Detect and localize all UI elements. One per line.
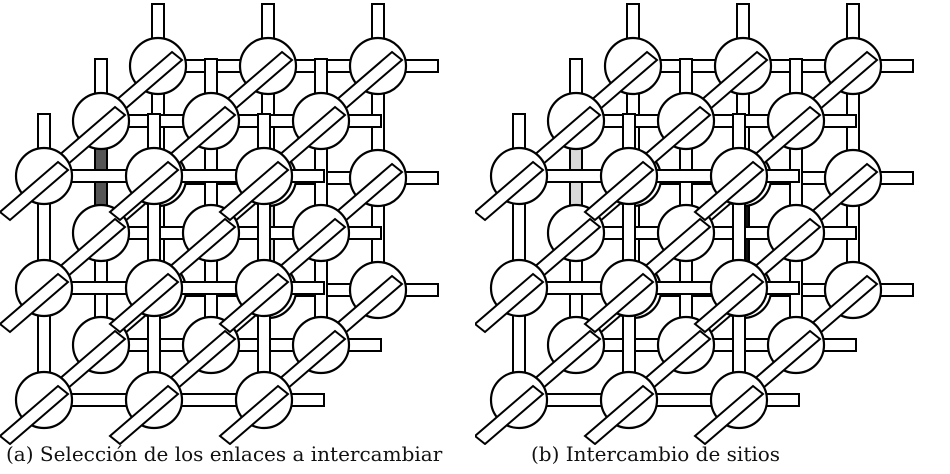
caption-b: (b) Intercambio de sitios [531, 442, 781, 466]
depth-bond [218, 272, 290, 334]
depth-bond [108, 272, 180, 334]
depth-bond [0, 160, 70, 222]
panel-a: (a) Selección de los enlaces a intercamb… [0, 3, 443, 466]
panel-b: (b) Intercambio de sitios [475, 0, 950, 474]
lattice-layer [55, 58, 382, 391]
depth-bond [475, 160, 545, 222]
lattice-diagram-b [475, 3, 914, 445]
depth-bond [583, 272, 655, 334]
depth-bond [583, 160, 655, 222]
depth-bond [475, 384, 545, 445]
depth-bond [108, 160, 180, 222]
depth-bond [475, 272, 545, 334]
lattice-layer [0, 113, 325, 445]
depth-bond [218, 160, 290, 222]
depth-bond [108, 384, 180, 445]
depth-bond [0, 272, 70, 334]
depth-bond [693, 160, 765, 222]
depth-bond [693, 384, 765, 445]
depth-bond [218, 384, 290, 445]
lattice-layer [475, 113, 800, 445]
depth-bond [693, 272, 765, 334]
lattice-diagram-a [0, 3, 439, 445]
depth-bond [0, 384, 70, 445]
lattice-layer [530, 58, 857, 391]
caption-a: (a) Selección de los enlaces a intercamb… [6, 442, 443, 466]
depth-bond [583, 384, 655, 445]
